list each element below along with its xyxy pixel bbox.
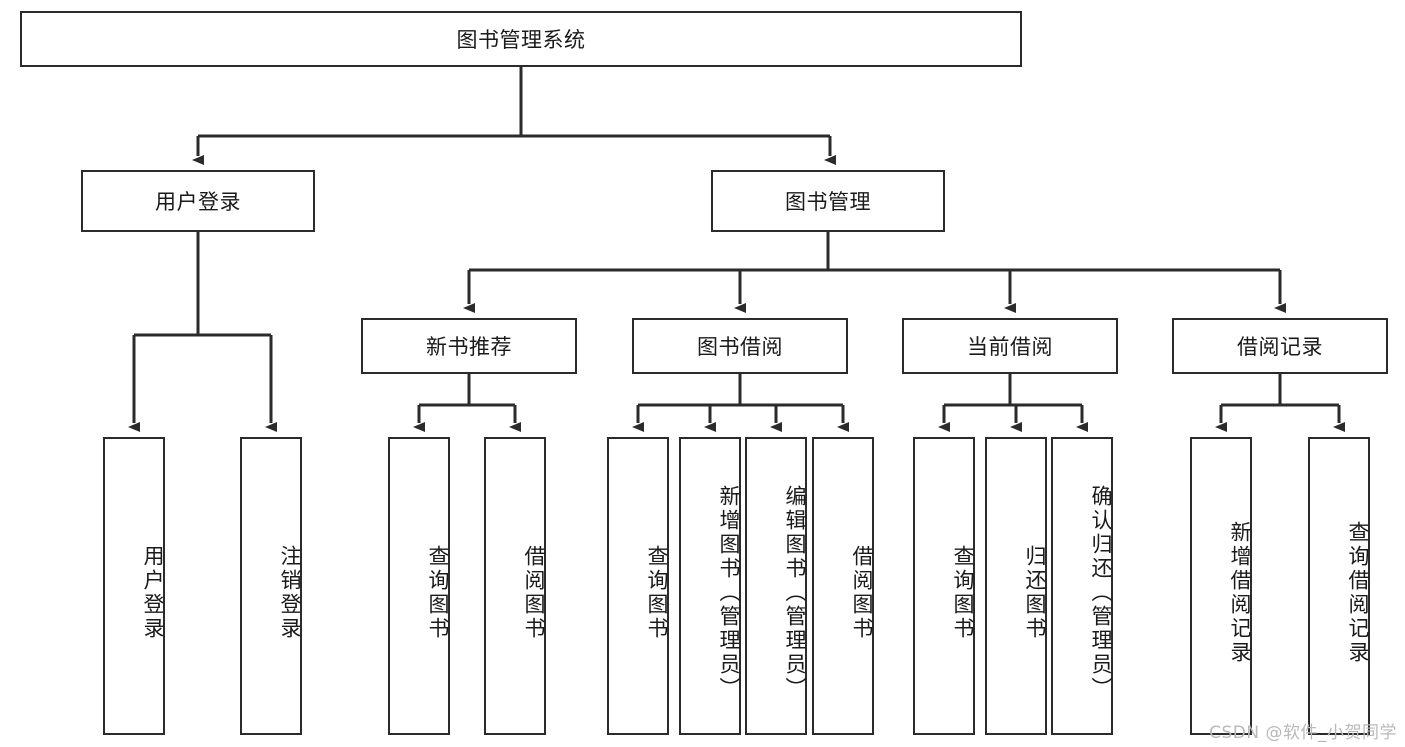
node-borrow-record[interactable]: 借阅记录 — [1172, 318, 1388, 374]
node-new-book-recommend[interactable]: 新书推荐 — [361, 318, 577, 374]
node-label: 借阅图书 — [850, 545, 874, 641]
node-leaf-query-book-2[interactable]: 查询图书 — [607, 437, 669, 735]
node-label: 查询图书 — [426, 545, 450, 641]
node-label: 查询借阅记录 — [1346, 521, 1370, 665]
node-user-login[interactable]: 用户登录 — [81, 170, 315, 232]
node-leaf-add-book-admin[interactable]: 新增图书（管理员） — [679, 437, 741, 735]
node-label: 归还图书 — [1023, 545, 1047, 641]
node-leaf-borrow-book-2[interactable]: 借阅图书 — [812, 437, 874, 735]
node-label: 当前借阅 — [967, 335, 1053, 359]
node-label: 借阅记录 — [1237, 335, 1323, 359]
node-label: 新增图书（管理员） — [717, 485, 741, 701]
node-label: 用户登录 — [141, 545, 165, 641]
node-leaf-return-book[interactable]: 归还图书 — [985, 437, 1047, 735]
node-current-borrow[interactable]: 当前借阅 — [902, 318, 1118, 374]
node-book-borrow[interactable]: 图书借阅 — [632, 318, 848, 374]
node-leaf-query-book-3[interactable]: 查询图书 — [913, 437, 975, 735]
node-label: 借阅图书 — [522, 545, 546, 641]
watermark-text: CSDN @软件_小贺同学 — [1209, 723, 1397, 743]
node-label: 图书管理 — [785, 190, 871, 214]
node-leaf-edit-book-admin[interactable]: 编辑图书（管理员） — [745, 437, 807, 735]
node-label: 确认归还（管理员） — [1089, 485, 1113, 701]
node-leaf-user-login[interactable]: 用户登录 — [103, 437, 165, 735]
node-label: 注销登录 — [278, 545, 302, 641]
node-label: 用户登录 — [155, 190, 241, 214]
node-label: 查询图书 — [951, 545, 975, 641]
node-root-system[interactable]: 图书管理系统 — [20, 11, 1022, 67]
node-label: 查询图书 — [645, 545, 669, 641]
node-label: 新书推荐 — [426, 335, 512, 359]
node-leaf-borrow-book-1[interactable]: 借阅图书 — [484, 437, 546, 735]
node-label: 图书借阅 — [697, 335, 783, 359]
node-leaf-query-book-1[interactable]: 查询图书 — [388, 437, 450, 735]
node-label: 图书管理系统 — [456, 28, 586, 52]
node-leaf-logout[interactable]: 注销登录 — [240, 437, 302, 735]
node-leaf-confirm-return-admin[interactable]: 确认归还（管理员） — [1051, 437, 1113, 735]
node-leaf-query-borrow-record[interactable]: 查询借阅记录 — [1308, 437, 1370, 735]
node-label: 编辑图书（管理员） — [783, 485, 807, 701]
node-leaf-add-borrow-record[interactable]: 新增借阅记录 — [1190, 437, 1252, 735]
node-book-manage[interactable]: 图书管理 — [711, 170, 945, 232]
node-label: 新增借阅记录 — [1228, 521, 1252, 665]
